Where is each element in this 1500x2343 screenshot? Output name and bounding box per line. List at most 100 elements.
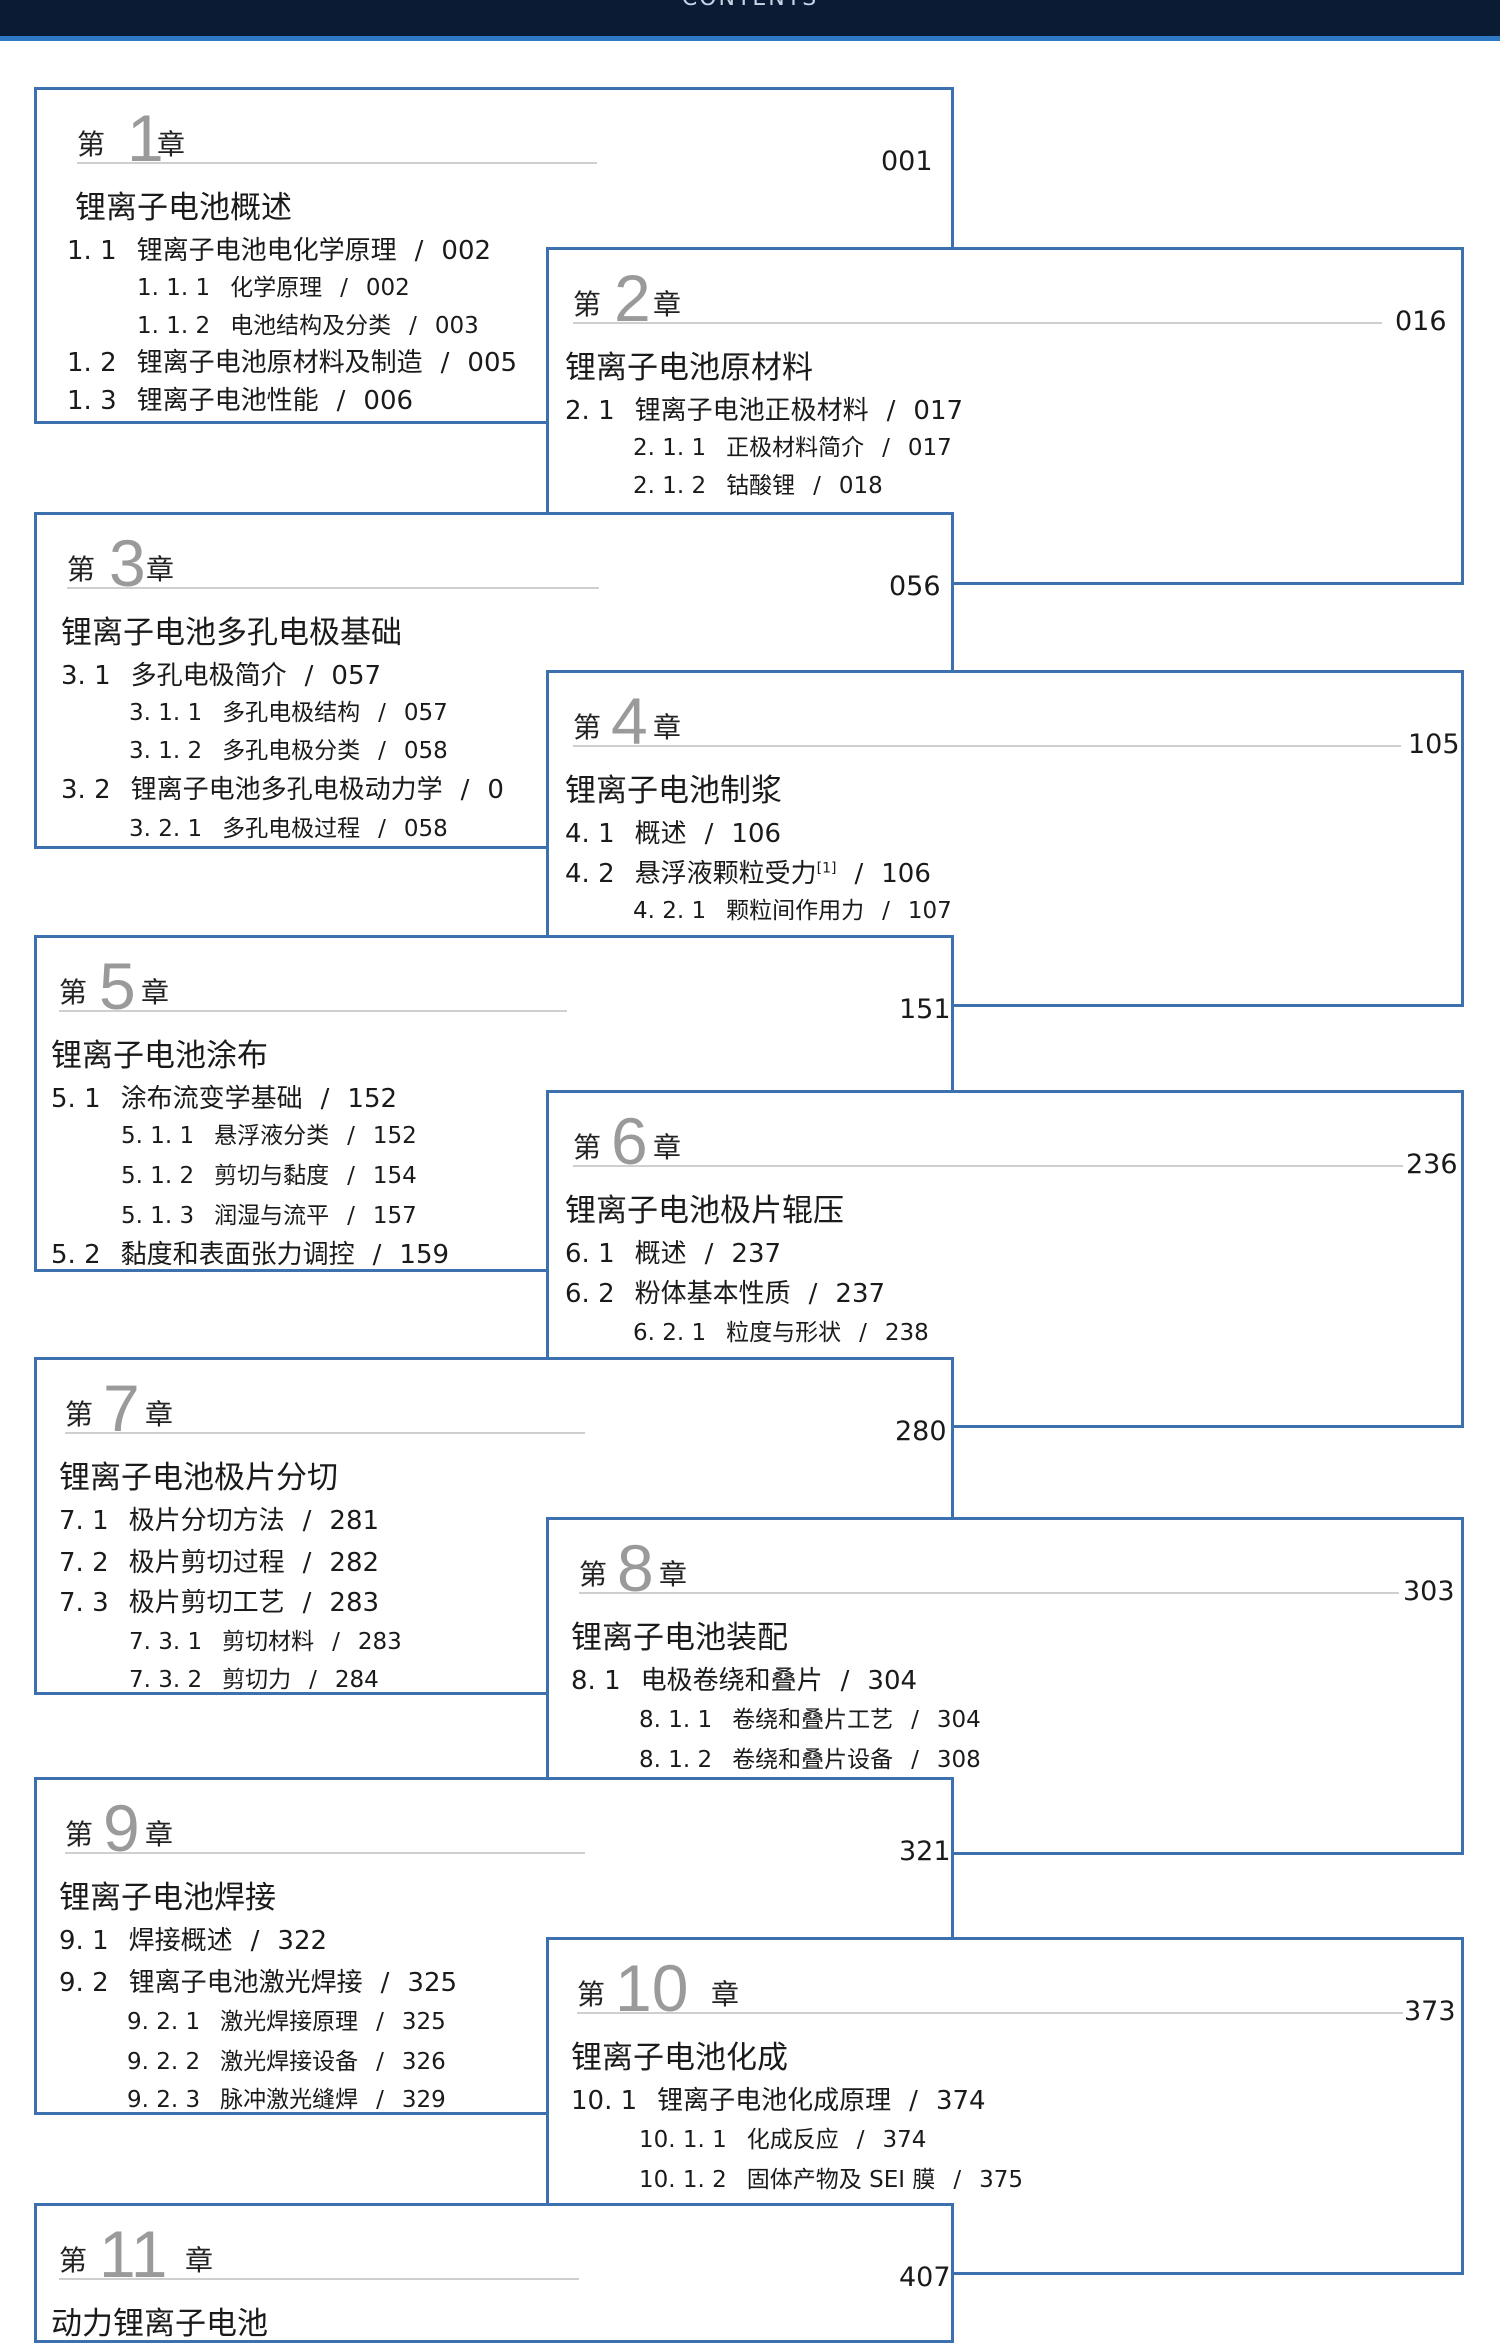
chapter-prefix: 第 xyxy=(577,1978,606,2011)
chapter-prefix: 第 xyxy=(579,1558,608,1591)
toc-separator: / xyxy=(378,700,386,726)
chapter-page: 105 xyxy=(1408,729,1460,760)
toc-number: 9. 1 xyxy=(59,1926,109,1956)
toc-page: 106 xyxy=(881,859,931,889)
toc-separator: / xyxy=(460,775,470,805)
toc-number: 2. 1. 1 xyxy=(633,435,707,461)
chapter-rule xyxy=(573,745,1401,747)
chapter-title: 锂离子电池极片辊压 xyxy=(565,1193,844,1229)
toc-text: 极片剪切工艺 xyxy=(128,1588,285,1618)
toc-separator: / xyxy=(347,1123,355,1149)
toc-text: 卷绕和叠片设备 xyxy=(732,1747,894,1773)
toc-page: 005 xyxy=(467,348,518,378)
toc-number: 3. 2. 1 xyxy=(129,816,203,842)
toc-separator: / xyxy=(347,1203,355,1229)
toc-page: 283 xyxy=(357,1629,402,1655)
toc-page: 304 xyxy=(867,1666,918,1696)
toc-page: 304 xyxy=(936,1707,981,1733)
toc-page: 237 xyxy=(731,1239,782,1269)
chapter-page: 151 xyxy=(899,994,951,1025)
toc-text: 锂离子电池化成原理 xyxy=(657,2086,892,2116)
chapter-title: 动力锂离子电池 xyxy=(51,2306,268,2342)
toc-number: 10. 1. 1 xyxy=(639,2127,727,2153)
toc-text: 电极卷绕和叠片 xyxy=(640,1666,823,1696)
chapter-prefix: 第 xyxy=(77,128,106,161)
chapter-number: 6 xyxy=(611,1104,648,1178)
toc-number: 1. 1. 1 xyxy=(137,275,211,301)
toc-text: 锂离子电池多孔电极动力学 xyxy=(130,775,443,805)
toc-number: 5. 1 xyxy=(51,1084,101,1114)
toc-separator: / xyxy=(302,1506,312,1536)
toc-page: 282 xyxy=(329,1548,380,1578)
toc-text: 黏度和表面张力调控 xyxy=(120,1240,355,1270)
toc-separator: / xyxy=(409,313,417,339)
chapter-prefix: 第 xyxy=(65,1398,94,1431)
chapter-suffix: 章 xyxy=(146,553,175,586)
toc-separator: / xyxy=(378,816,386,842)
chapter-rule xyxy=(573,1165,1403,1167)
toc-page: 0 xyxy=(487,775,504,805)
toc-separator: / xyxy=(302,1588,312,1618)
toc-separator: / xyxy=(440,348,450,378)
toc-number: 5. 1. 3 xyxy=(121,1203,195,1229)
toc-page: 017 xyxy=(913,396,964,426)
chapter-rule xyxy=(65,1852,585,1854)
toc-page: 003 xyxy=(434,313,479,339)
toc-text: 颗粒间作用力 xyxy=(726,898,865,924)
chapter-title: 锂离子电池原材料 xyxy=(565,350,813,386)
toc-page: 106 xyxy=(731,819,782,849)
chapter-page: 236 xyxy=(1406,1149,1458,1180)
toc-text: 粒度与形状 xyxy=(726,1320,842,1346)
toc-number: 1. 2 xyxy=(67,348,117,378)
toc-page: 238 xyxy=(884,1320,929,1346)
toc-text: 多孔电极分类 xyxy=(222,738,361,764)
citation-mark: [1] xyxy=(816,860,837,877)
toc-page: 152 xyxy=(372,1123,417,1149)
chapter-number: 11 xyxy=(99,2217,168,2291)
chapter-prefix: 第 xyxy=(59,976,88,1009)
toc-separator: / xyxy=(309,1667,317,1693)
toc-page: 107 xyxy=(907,898,952,924)
